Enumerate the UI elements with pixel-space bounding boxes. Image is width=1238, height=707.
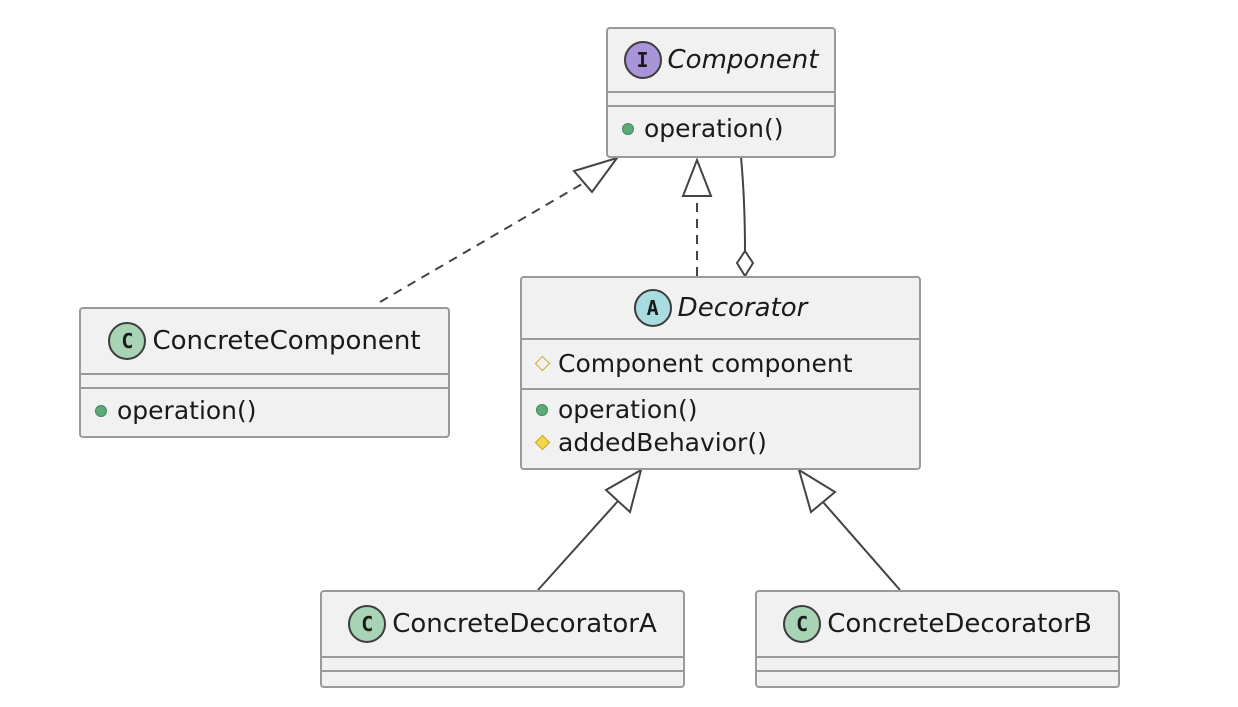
field-label: Component component xyxy=(558,349,853,378)
class-stereotype-icon: C xyxy=(348,605,387,643)
class-name: Decorator xyxy=(677,293,808,323)
class-concrete-decorator-b[interactable]: C ConcreteDecoratorB xyxy=(755,590,1120,688)
methods-section: operation() addedBehavior() xyxy=(522,390,919,459)
fields-section xyxy=(608,93,834,107)
fields-section xyxy=(81,375,448,389)
methods-section: operation() xyxy=(608,107,834,145)
class-name: ConcreteDecoratorB xyxy=(827,609,1092,639)
class-stereotype-icon: C xyxy=(783,605,822,643)
relation-decoratora-extends-decorator xyxy=(537,467,643,591)
field-row: Component component xyxy=(522,347,919,380)
abstract-stereotype-icon: A xyxy=(633,289,672,327)
method-row: operation() xyxy=(81,394,448,427)
method-row: operation() xyxy=(522,393,919,426)
protected-visibility-icon xyxy=(534,434,550,451)
class-stereotype-icon: C xyxy=(108,322,147,360)
relation-decorator-realizes-component xyxy=(681,157,713,276)
fields-section: Component component xyxy=(522,340,919,390)
class-component[interactable]: I Component operation() xyxy=(606,27,836,158)
relation-decorator-aggregates-component xyxy=(735,156,755,278)
relation-concretecomponent-realizes-component xyxy=(379,156,620,303)
fields-section xyxy=(322,658,683,672)
public-visibility-icon xyxy=(93,403,109,419)
method-label: operation() xyxy=(644,114,784,143)
interface-stereotype-icon: I xyxy=(623,41,662,79)
class-concrete-component[interactable]: C ConcreteComponent operation() xyxy=(79,307,450,438)
methods-section xyxy=(757,672,1118,686)
class-decorator[interactable]: A Decorator Component component operatio… xyxy=(520,276,921,470)
class-name: Component xyxy=(667,45,819,75)
class-name: ConcreteComponent xyxy=(152,326,421,356)
protected-visibility-icon xyxy=(534,355,550,372)
fields-section xyxy=(757,658,1118,672)
method-label: addedBehavior() xyxy=(558,428,767,457)
method-row: addedBehavior() xyxy=(522,426,919,459)
methods-section: operation() xyxy=(81,389,448,427)
class-name: ConcreteDecoratorA xyxy=(392,609,657,639)
class-concrete-decorator-a[interactable]: C ConcreteDecoratorA xyxy=(320,590,685,688)
relation-decoratorb-extends-decorator xyxy=(797,467,901,591)
public-visibility-icon xyxy=(620,121,636,137)
method-label: operation() xyxy=(558,395,698,424)
method-label: operation() xyxy=(117,396,257,425)
public-visibility-icon xyxy=(534,402,550,418)
method-row: operation() xyxy=(608,112,834,145)
methods-section xyxy=(322,672,683,686)
